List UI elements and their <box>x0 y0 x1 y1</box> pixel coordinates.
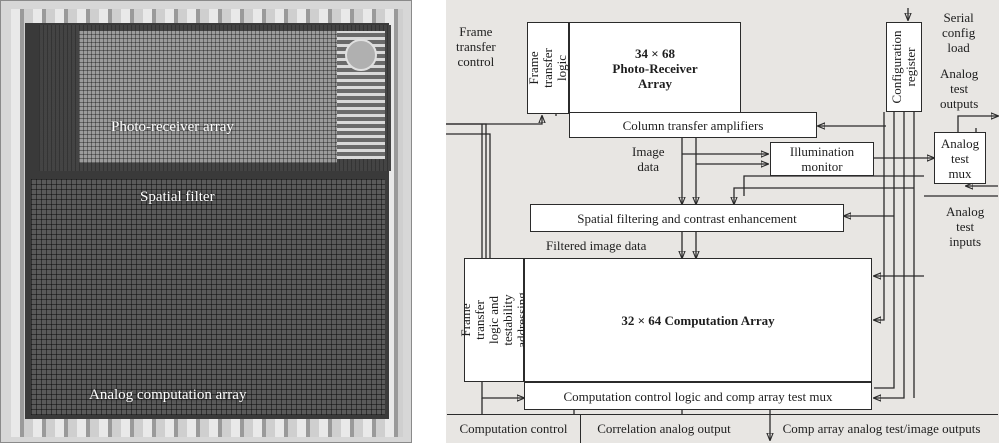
comp-array-outputs-label: Comp array analog test/image outputs <box>765 415 998 443</box>
analog-test-mux-block: Analog test mux <box>934 132 986 184</box>
column-transfer-amplifiers-label: Column transfer amplifiers <box>570 113 816 137</box>
photo-receiver-label: Photo-receiver array <box>111 119 234 136</box>
spatial-filtering-block: Spatial filtering and contrast enhanceme… <box>530 204 844 232</box>
frame-transfer-addressing-label: Frame transfer logic and testability add… <box>459 292 529 348</box>
illumination-monitor-label: Illumination monitor <box>771 143 873 175</box>
die-micrograph: Photo-receiver array Spatial filter Anal… <box>0 0 412 443</box>
serial-config-load-label: Serial config load <box>942 10 975 55</box>
frame-transfer-addressing-block: Frame transfer logic and testability add… <box>464 258 524 382</box>
computation-control-logic-label: Computation control logic and comp array… <box>525 383 871 409</box>
configuration-register-label: Configuration register <box>890 31 918 104</box>
photo-receiver-region <box>39 25 391 171</box>
configuration-register-block: Configuration register <box>886 22 922 112</box>
alignment-mark <box>345 39 377 71</box>
computation-control-logic-block: Computation control logic and comp array… <box>524 382 872 410</box>
computation-region <box>31 179 385 415</box>
analog-test-mux-label: Analog test mux <box>935 133 985 183</box>
computation-control-label: Computation control <box>447 415 580 443</box>
spatial-filter-label: Spatial filter <box>140 189 215 206</box>
spatial-filtering-label: Spatial filtering and contrast enhanceme… <box>531 205 843 231</box>
photo-receiver-grid <box>79 31 337 163</box>
column-transfer-amplifiers-block: Column transfer amplifiers <box>569 112 817 138</box>
computation-array-label: 32 × 64 Computation Array <box>525 259 871 381</box>
frame-transfer-control-label: Frame transfer control <box>456 24 496 69</box>
frame-transfer-logic-block: Frame transfer logic <box>527 22 569 114</box>
analog-computation-label: Analog computation array <box>89 387 246 404</box>
correlation-output-label: Correlation analog output <box>581 415 747 443</box>
filtered-image-data-label: Filtered image data <box>546 238 646 253</box>
frame-transfer-logic-label: Frame transfer logic <box>527 48 569 88</box>
photo-receiver-array-label: 34 × 68 Photo-Receiver Array <box>570 23 740 113</box>
image-data-label: Image data <box>632 144 664 174</box>
bottom-io-bar: Computation control Correlation analog o… <box>447 414 998 443</box>
illumination-monitor-block: Illumination monitor <box>770 142 874 176</box>
computation-array-block: 32 × 64 Computation Array <box>524 258 872 382</box>
analog-test-outputs-label: Analog test outputs <box>940 66 978 111</box>
photo-receiver-array-block: 34 × 68 Photo-Receiver Array <box>569 22 741 114</box>
analog-test-inputs-label: Analog test inputs <box>946 204 984 249</box>
